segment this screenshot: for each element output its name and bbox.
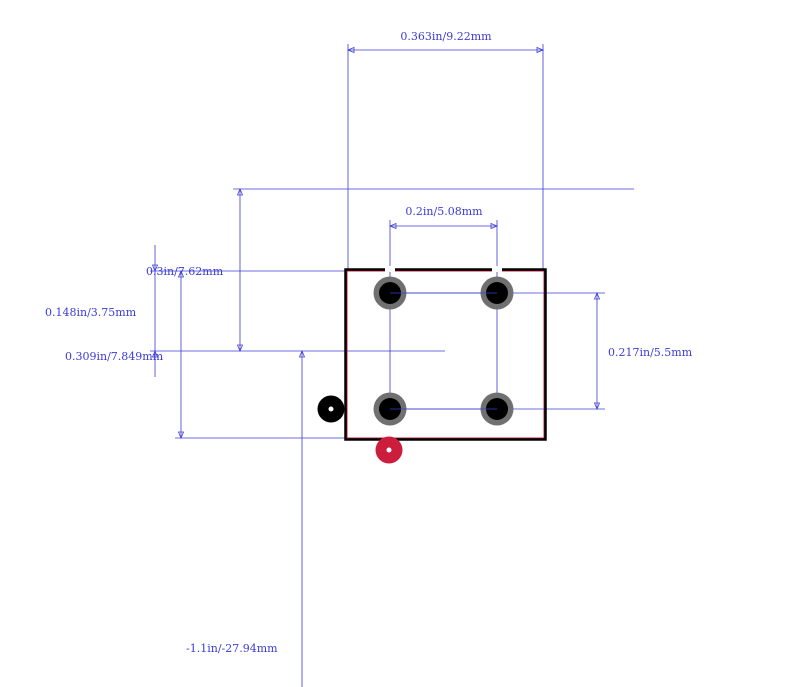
- dimension-arrow-icon: [593, 402, 601, 411]
- dimension-arrow-icon: [593, 291, 601, 300]
- pad-pitch-x-label: 0.2in/5.08mm: [405, 205, 483, 218]
- dimension-arrow-icon: [236, 187, 244, 196]
- dimension-arrow-icon: [490, 222, 499, 230]
- body-height-label: 0.3in/7.62mm: [146, 265, 224, 278]
- outline-gap: [385, 266, 395, 272]
- dimension-arrow-icon: [236, 344, 244, 353]
- dimension-arrow-icon: [346, 46, 355, 54]
- dimension-arrow-icon: [151, 264, 159, 273]
- dimension-lines: [150, 44, 634, 687]
- courtyard-outline: [346, 270, 545, 439]
- pad-pitch-y-label: 0.217in/5.5mm: [608, 346, 693, 359]
- dimension-arrow-icon: [536, 46, 545, 54]
- total-height-label: 0.309in/7.849mm: [65, 350, 164, 363]
- offset-y-label: 0.148in/3.75mm: [45, 306, 137, 319]
- outline-gap: [492, 266, 502, 272]
- overall-width-label: 0.363in/9.22mm: [400, 30, 492, 43]
- origin-offset-label: -1.1in/-27.94mm: [186, 642, 278, 655]
- dimension-arrow-icon: [388, 222, 397, 230]
- pin1-marker-icon: [375, 436, 403, 464]
- dimension-arrow-icon: [177, 431, 185, 440]
- body-outline: [344, 268, 547, 441]
- dimension-arrow-icon: [298, 349, 306, 358]
- dimension-arrow-icon: [177, 269, 185, 278]
- origin-marker-icon: [317, 395, 345, 423]
- pad-centerlines: [390, 292, 497, 410]
- dimension-arrow-icon: [151, 349, 159, 358]
